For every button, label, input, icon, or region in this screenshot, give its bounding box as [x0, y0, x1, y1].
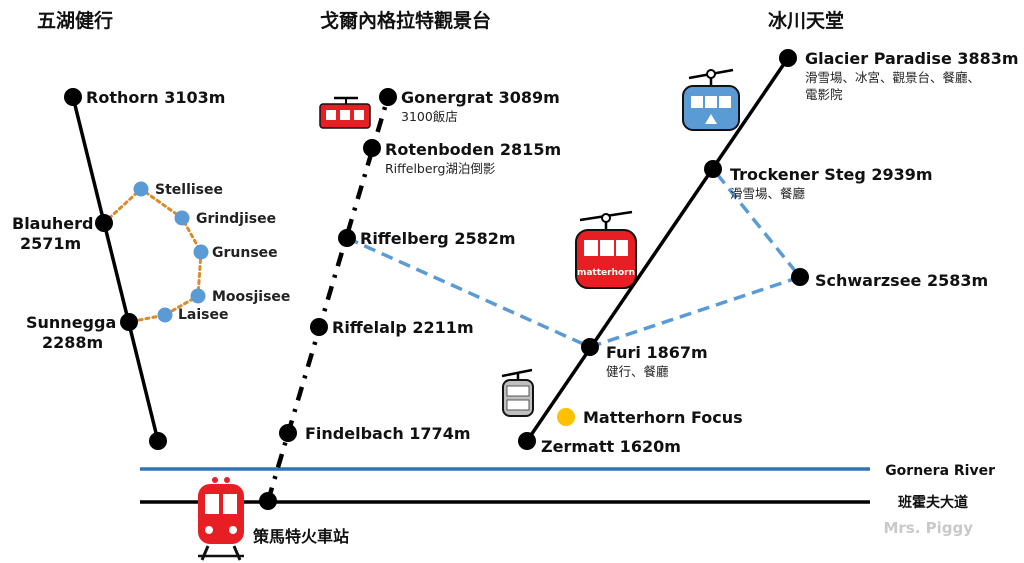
- gondola-matterhorn-label: matterhorn: [577, 268, 635, 278]
- lake-label-grunsee: Grunsee: [212, 245, 278, 261]
- label-blauherd-alt: 2571m: [20, 234, 81, 253]
- label-blauherd: Blauherd: [12, 214, 93, 233]
- label-findelbach: Findelbach 1774m: [305, 424, 471, 443]
- heading-five-lakes: 五湖健行: [37, 9, 113, 32]
- station-dot-zermatt-station[interactable]: [259, 492, 277, 510]
- heading-glacier-paradise: 冰川天堂: [768, 9, 844, 32]
- lake-dot-stellisee[interactable]: [133, 181, 149, 197]
- watermark: Mrs. Piggy: [883, 519, 973, 537]
- label-riffelberg: Riffelberg 2582m: [360, 229, 516, 248]
- station-dot-zermatt[interactable]: [518, 432, 536, 450]
- lake-label-laisee: Laisee: [178, 307, 229, 323]
- label-rothorn: Rothorn 3103m: [86, 88, 225, 107]
- station-dot-sunnegga[interactable]: [120, 313, 138, 331]
- lake-dot-grindjisee[interactable]: [174, 210, 190, 226]
- label-matterhorn-focus: Matterhorn Focus: [583, 408, 743, 427]
- lake-dot-laisee[interactable]: [157, 307, 173, 323]
- station-dot-sunnegga-base[interactable]: [149, 432, 167, 450]
- glacier-gondola-icon: [682, 68, 740, 131]
- heading-gornergrat: 戈爾內格拉特觀景台: [320, 9, 491, 32]
- sunnegga-rothorn-line: [71, 96, 160, 442]
- label-gornergrat-sub: 3100飯店: [401, 109, 458, 124]
- label-schwarzsee: Schwarzsee 2583m: [815, 271, 988, 290]
- station-dot-trockener-steg[interactable]: [704, 160, 722, 178]
- lake-dot-moosjisee[interactable]: [190, 288, 206, 304]
- label-furi: Furi 1867m: [606, 343, 708, 362]
- station-dot-findelbach[interactable]: [279, 424, 297, 442]
- label-gornergrat: Gonergrat 3089m: [401, 88, 560, 107]
- gornergrat-train-icon: [319, 96, 371, 129]
- station-dot-riffelberg[interactable]: [338, 229, 356, 247]
- lake-dots: [133, 181, 209, 323]
- label-glacier-paradise-sub2: 電影院: [805, 87, 843, 102]
- label-glacier-paradise: Glacier Paradise 3883m: [805, 49, 1019, 68]
- station-dot-glacier-paradise[interactable]: [779, 49, 797, 67]
- station-dot-furi[interactable]: [581, 338, 599, 356]
- furi-gondola-icon: [501, 368, 534, 417]
- station-dot-schwarzsee[interactable]: [791, 268, 809, 286]
- station-dot-riffelalp[interactable]: [310, 318, 328, 336]
- label-sunnegga-alt: 2288m: [42, 333, 103, 352]
- station-dot-rothorn[interactable]: [64, 88, 82, 106]
- label-riffelalp: Riffelalp 2211m: [332, 318, 474, 337]
- five-lakes-trail: [102, 187, 203, 324]
- lake-dot-grunsee[interactable]: [193, 244, 209, 260]
- lake-label-moosjisee: Moosjisee: [212, 289, 290, 305]
- label-gornera-river: Gornera River: [885, 463, 995, 479]
- station-dots: [64, 49, 809, 510]
- hiking-link-dashed: [346, 167, 803, 349]
- matterhorn-gondola-icon: matterhorn: [575, 210, 637, 289]
- lake-label-grindjisee: Grindjisee: [196, 211, 276, 227]
- glacier-paradise-line: [525, 57, 790, 442]
- label-trockener-steg-sub: 滑雪場、餐廳: [730, 186, 806, 201]
- label-zermatt-station: 策馬特火車站: [252, 527, 349, 546]
- matterhorn-focus-dot[interactable]: [557, 408, 575, 426]
- station-dot-gornergrat[interactable]: [379, 88, 397, 106]
- label-furi-sub: 健行、餐廳: [606, 364, 669, 379]
- zermatt-train-icon: [198, 477, 244, 561]
- lake-label-stellisee: Stellisee: [155, 182, 223, 198]
- station-dot-blauherd[interactable]: [95, 214, 113, 232]
- label-trockener-steg: Trockener Steg 2939m: [730, 165, 933, 184]
- label-sunnegga: Sunnegga: [26, 313, 116, 332]
- station-dot-rotenboden[interactable]: [363, 139, 381, 157]
- label-rotenboden-sub: Riffelberg湖泊倒影: [385, 161, 496, 176]
- label-rotenboden: Rotenboden 2815m: [385, 140, 561, 159]
- label-road: 班霍夫大道: [898, 494, 968, 511]
- label-glacier-paradise-sub1: 滑雪場、冰宮、觀景台、餐廳、: [805, 70, 980, 85]
- label-zermatt: Zermatt 1620m: [541, 437, 681, 456]
